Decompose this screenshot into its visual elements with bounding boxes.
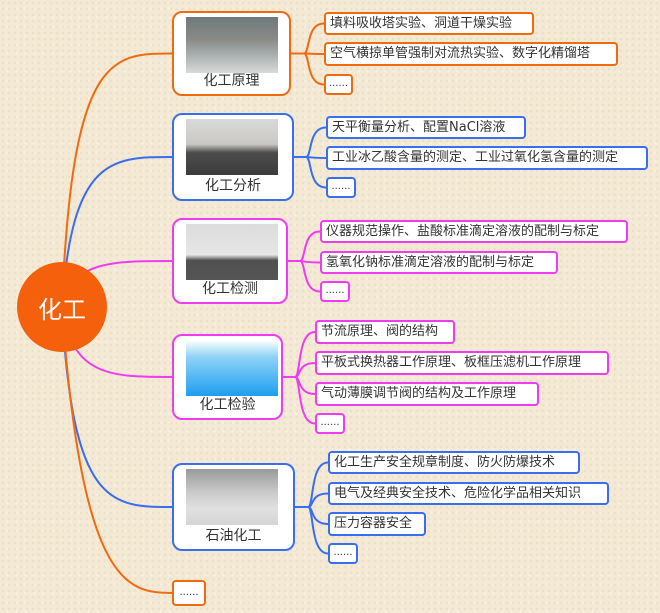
leaf-connector (283, 376, 316, 425)
leaf-topic[interactable]: 气动薄膜调节阀的结构及工作原理 (315, 382, 539, 406)
leaf-label: 化工生产安全规章制度、防火防爆技术 (334, 455, 556, 470)
leaf-label: ...... (328, 78, 349, 89)
branch-node-3[interactable]: 化工检测 (172, 218, 288, 304)
leaf-connector (291, 52, 325, 86)
leaf-topic[interactable]: 天平衡量分析、配置NaCl溶液 (326, 116, 526, 139)
leaf-connector (291, 22, 325, 55)
leaf-connector (294, 126, 327, 158)
leaf-label: 天平衡量分析、配置NaCl溶液 (332, 120, 506, 135)
lab-analyst-image (186, 119, 278, 175)
leaf-label: 压力容器安全 (334, 516, 413, 531)
leaf-connector (288, 260, 321, 293)
leaf-label: 填料吸收塔实验、洞道干燥实验 (330, 16, 513, 31)
branch-node-2[interactable]: 化工分析 (172, 113, 294, 201)
leaf-topic[interactable]: 平板式换热器工作原理、板框压滤机工作原理 (315, 351, 609, 375)
leaf-connector (294, 156, 327, 189)
branch-label: 化工分析 (205, 178, 261, 194)
more-leaf[interactable]: ...... (328, 543, 358, 564)
petrochemical-plant-image (186, 469, 278, 525)
leaf-label: ...... (325, 285, 345, 296)
branch-node-1[interactable]: 化工原理 (172, 11, 291, 96)
leaf-topic[interactable]: 工业冰乙酸含量的测定、工业过氧化氢含量的测定 (326, 146, 648, 170)
leaf-label: 仪器规范操作、盐酸标准滴定溶液的配制与标定 (326, 224, 600, 239)
more-leaf[interactable]: ...... (326, 177, 356, 198)
leaf-label: ...... (320, 417, 340, 428)
central-topic-label: 化工 (38, 295, 86, 324)
more-connector (61, 306, 173, 594)
more-leaf[interactable]: ...... (324, 74, 353, 95)
distillation-equipment-image (186, 17, 278, 73)
leaf-topic[interactable]: 氢氧化钠标准滴定溶液的配制与标定 (320, 251, 558, 274)
leaf-label: 气动薄膜调节阀的结构及工作原理 (321, 386, 517, 401)
branch-label: 化工原理 (203, 73, 260, 89)
leaf-connector (295, 506, 329, 555)
valve-equipment-image (186, 340, 278, 396)
branch-connector (61, 52, 173, 308)
branch-node-4[interactable]: 化工检验 (172, 334, 283, 420)
leaf-label: 氢氧化钠标准滴定溶液的配制与标定 (326, 255, 535, 270)
branch-label: 石油化工 (205, 528, 262, 544)
leaf-label: ...... (333, 547, 353, 558)
leaf-label: 电气及经典安全技术、危险化学品相关知识 (334, 486, 582, 501)
branch-connector (61, 156, 173, 308)
leaf-label: 平板式换热器工作原理、板框压滤机工作原理 (321, 355, 582, 370)
leaf-connector (295, 461, 329, 508)
leaf-connector (288, 230, 321, 262)
lab-technician-image (186, 224, 278, 280)
leaf-topic[interactable]: 填料吸收塔实验、洞道干燥实验 (324, 12, 534, 35)
leaf-label: 节流原理、阀的结构 (321, 324, 439, 339)
branch-label: 化工检验 (199, 397, 256, 413)
leaf-topic[interactable]: 空气横掠单管强制对流热实验、数字化精馏塔 (324, 42, 618, 66)
leaf-topic[interactable]: 压力容器安全 (328, 512, 426, 536)
leaf-topic[interactable]: 电气及经典安全技术、危险化学品相关知识 (328, 482, 609, 505)
central-topic[interactable]: 化工 (17, 262, 107, 352)
leaf-label: 空气横掠单管强制对流热实验、数字化精馏塔 (330, 46, 591, 61)
leaf-topic[interactable]: 仪器规范操作、盐酸标准滴定溶液的配制与标定 (320, 220, 628, 243)
more-label: ...... (179, 587, 199, 598)
leaf-topic[interactable]: 节流原理、阀的结构 (315, 320, 455, 344)
leaf-label: ...... (331, 181, 351, 192)
leaf-connector (283, 331, 316, 378)
branch-label: 化工检测 (202, 281, 258, 297)
more-branch-node[interactable]: ...... (172, 580, 206, 606)
more-leaf[interactable]: ...... (315, 413, 345, 434)
leaf-topic[interactable]: 化工生产安全规章制度、防火防爆技术 (328, 451, 580, 474)
branch-node-5[interactable]: 石油化工 (172, 463, 295, 551)
more-leaf[interactable]: ...... (320, 281, 350, 302)
leaf-label: 工业冰乙酸含量的测定、工业过氧化氢含量的测定 (332, 150, 619, 165)
